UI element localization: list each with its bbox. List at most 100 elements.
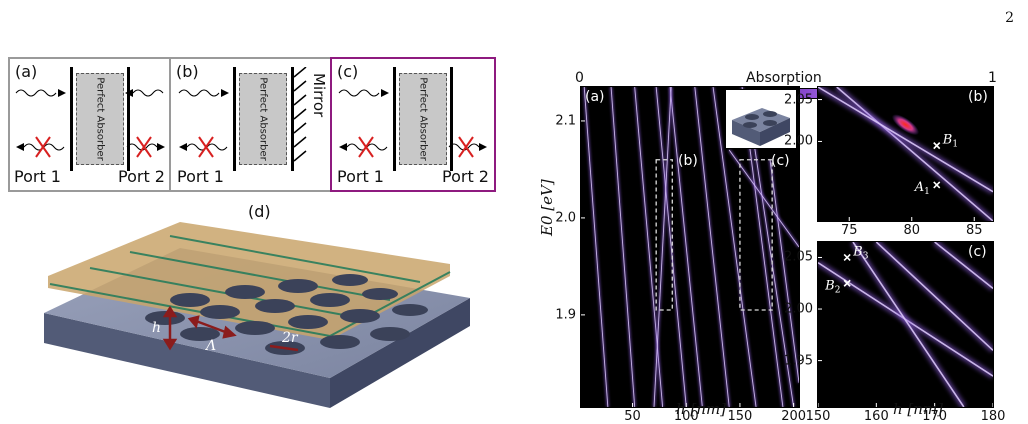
y-tick-label: 2.00 bbox=[784, 301, 813, 317]
x-tick-label: 150 bbox=[727, 409, 753, 424]
zoom-region-box bbox=[655, 159, 673, 311]
left-wall bbox=[233, 67, 236, 171]
mirror-hatch-icon bbox=[294, 67, 307, 162]
marker-point bbox=[843, 253, 851, 262]
panel-letter: (c) bbox=[337, 62, 359, 81]
absorption-band bbox=[653, 87, 672, 407]
absorption-band bbox=[836, 87, 993, 221]
absorber-label: Perfect Absorber bbox=[417, 77, 429, 161]
x-tick-label: 75 bbox=[840, 223, 858, 238]
marker-point bbox=[933, 181, 941, 189]
unit-cell-inset bbox=[725, 89, 797, 149]
absorption-band bbox=[610, 87, 636, 407]
colorbar-max: 1 bbox=[988, 70, 997, 86]
absorption-band bbox=[655, 87, 687, 407]
port1-waves-icon bbox=[338, 89, 389, 158]
plot-a-ylabel: E0 [eV] bbox=[538, 179, 556, 236]
point-label: B3 bbox=[852, 244, 869, 261]
height-label: h bbox=[152, 320, 161, 336]
perfect-absorber: Perfect Absorber bbox=[239, 73, 287, 165]
x-tick-label: 180 bbox=[980, 409, 1006, 424]
period-label: Λ bbox=[204, 338, 216, 354]
plot-a-letter: (a) bbox=[585, 89, 605, 105]
y-tick-label: 2.05 bbox=[784, 249, 813, 265]
y-tick-label: 2.0 bbox=[555, 210, 576, 226]
absorption-band bbox=[875, 242, 993, 351]
x-tick-label: 160 bbox=[863, 409, 889, 424]
plot-a: (a) (b) (c) bbox=[580, 86, 800, 408]
absorption-band bbox=[852, 242, 965, 407]
region-b-letter: (b) bbox=[678, 153, 698, 169]
right-wall bbox=[127, 67, 130, 171]
plot-a-xlabel: h [nm] bbox=[676, 400, 727, 418]
absorption-band bbox=[694, 87, 730, 407]
marker-point bbox=[843, 279, 851, 287]
schematic-panel-a: (a) Perfect Absorber Port 1 Port 2 bbox=[8, 57, 171, 192]
port1-label: Port 1 bbox=[177, 167, 224, 186]
point-label: B1 bbox=[942, 133, 958, 150]
dimension-arrows bbox=[162, 305, 299, 352]
radius-label: 2r bbox=[281, 330, 299, 346]
plot-a-canvas bbox=[581, 87, 799, 407]
x-tick-label: 100 bbox=[673, 409, 699, 424]
x-tick-label: 170 bbox=[922, 409, 948, 424]
molecule-rows bbox=[49, 235, 451, 337]
x-tick-label: 85 bbox=[965, 223, 983, 238]
page-number: 2 bbox=[1005, 10, 1014, 26]
left-wall bbox=[70, 67, 73, 171]
port1-waves-icon bbox=[15, 89, 66, 158]
x-tick-label: 200 bbox=[781, 409, 807, 424]
x-tick-label: 50 bbox=[624, 409, 641, 424]
x-tick-label: 80 bbox=[903, 223, 921, 238]
colorbar-title: Absorption bbox=[746, 70, 822, 86]
absorption-band bbox=[769, 159, 799, 383]
x-tick-label: 150 bbox=[805, 409, 831, 424]
y-tick-label: 2.05 bbox=[784, 92, 813, 108]
mirror-label: Mirror bbox=[310, 73, 328, 118]
perfect-absorber: Perfect Absorber bbox=[399, 73, 447, 165]
y-tick-label: 1.9 bbox=[555, 307, 576, 323]
absorber-label: Perfect Absorber bbox=[257, 77, 269, 161]
absorption-band bbox=[583, 87, 609, 407]
absorption-band bbox=[934, 242, 993, 290]
marker-point bbox=[933, 142, 941, 150]
y-tick-label: 2.1 bbox=[555, 113, 576, 129]
y-tick-label: 1.95 bbox=[784, 353, 813, 369]
port1-waves-icon bbox=[178, 89, 229, 158]
zoom-region-box bbox=[739, 159, 773, 311]
slab-right-face bbox=[330, 298, 470, 408]
port2-label: Port 2 bbox=[118, 167, 165, 186]
point-label: B2 bbox=[824, 278, 840, 295]
absorber-label: Perfect Absorber bbox=[94, 77, 106, 161]
perfect-absorber: Perfect Absorber bbox=[76, 73, 124, 165]
slab-front-face bbox=[44, 313, 330, 408]
panel-letter: (b) bbox=[176, 62, 199, 81]
colorbar-min: 0 bbox=[575, 70, 584, 86]
right-wall bbox=[450, 67, 453, 171]
schematic-panel-b: (b) Perfect Absorber Mirror Port 1 bbox=[169, 57, 332, 192]
absorption-band bbox=[669, 87, 703, 407]
port1-label: Port 1 bbox=[14, 167, 61, 186]
panel-letter-d: (d) bbox=[248, 202, 271, 221]
port2-waves-icon bbox=[448, 136, 487, 158]
mirror-wall bbox=[291, 67, 294, 171]
plot-b-letter: (b) bbox=[968, 89, 988, 105]
absorption-band bbox=[818, 87, 993, 193]
port2-waves-icon bbox=[125, 89, 165, 158]
port2-label: Port 2 bbox=[442, 167, 489, 186]
region-c-letter: (c) bbox=[771, 153, 790, 169]
absorption-band bbox=[712, 87, 757, 407]
port1-label: Port 1 bbox=[337, 167, 384, 186]
panel-letter: (a) bbox=[15, 62, 38, 81]
plot-c-xlabel: h [nm] bbox=[893, 400, 944, 418]
left-wall bbox=[393, 67, 396, 171]
photonic-slab-illustration: h Λ 2r bbox=[44, 222, 470, 408]
y-tick-label: 2.00 bbox=[784, 133, 813, 149]
plot-c-letter: (c) bbox=[968, 244, 987, 260]
schematic-panel-c: (c) Perfect Absorber Port 1 Port 2 bbox=[330, 57, 496, 192]
absorption-band bbox=[728, 149, 799, 248]
